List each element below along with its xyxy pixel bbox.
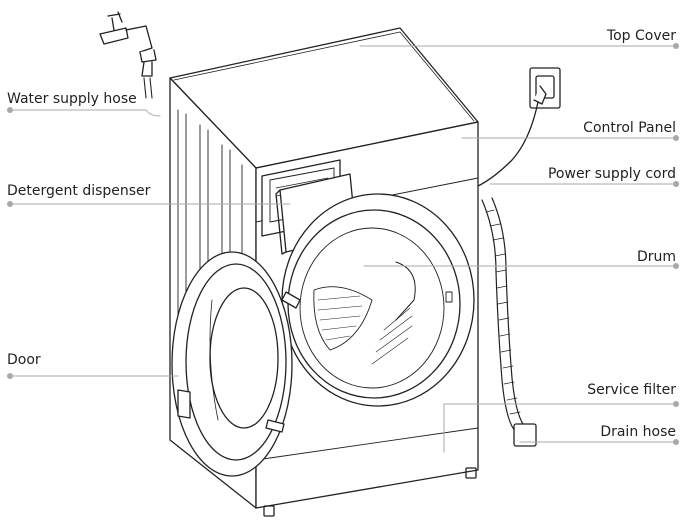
leader-dots — [7, 43, 679, 445]
drain-hose — [481, 196, 537, 447]
label-door: Door — [7, 352, 41, 368]
label-detergent-dispenser: Detergent dispenser — [7, 183, 151, 199]
label-drum: Drum — [636, 249, 676, 265]
foot — [465, 467, 477, 479]
foot — [263, 505, 275, 517]
door — [171, 251, 301, 477]
label-service-filter: Service filter — [587, 382, 676, 398]
drain-hose-end — [513, 423, 537, 447]
label-top-cover: Top Cover — [606, 28, 676, 44]
label-control-panel: Control Panel — [583, 120, 676, 136]
label-drain-hose: Drain hose — [600, 424, 676, 440]
water-tap — [99, 11, 157, 99]
power-socket — [477, 67, 561, 187]
leader-lines — [9, 45, 677, 453]
drum — [281, 193, 475, 407]
label-power-supply-cord: Power supply cord — [547, 166, 676, 182]
power-supply-cord-line — [477, 101, 539, 187]
label-water-supply-hose: Water supply hose — [7, 91, 137, 107]
